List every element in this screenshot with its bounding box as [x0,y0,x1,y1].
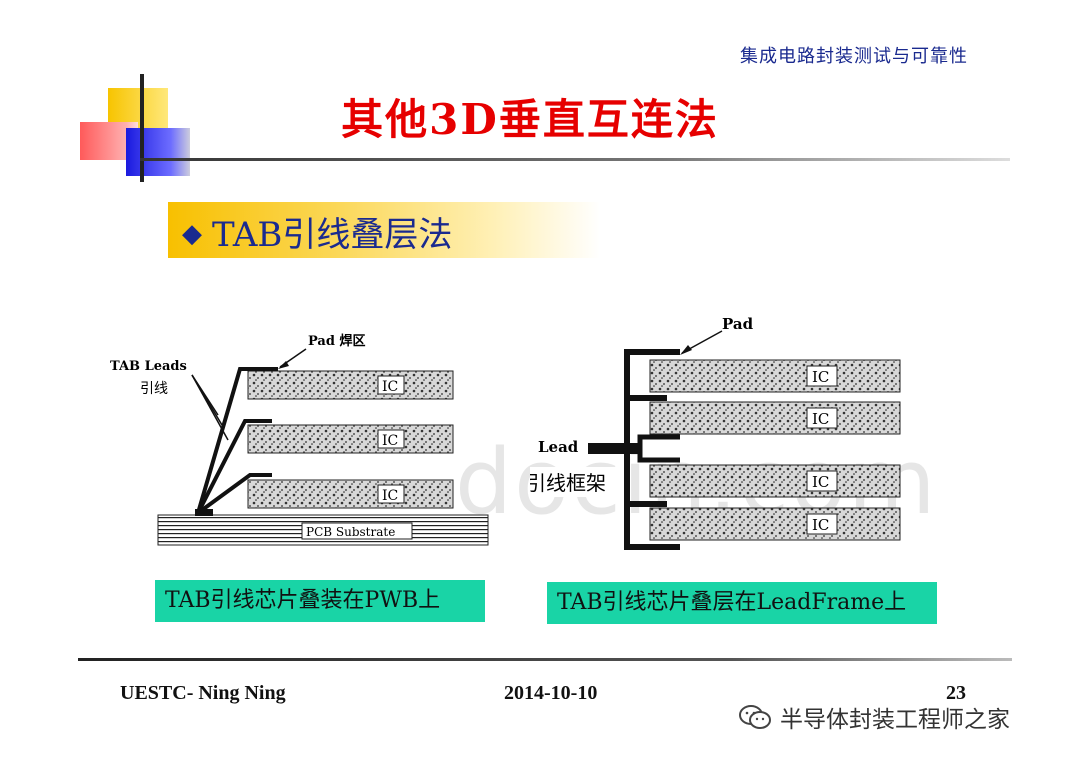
wechat-account-name: 半导体封装工程师之家 [780,707,1010,733]
ic-chip-2 [247,424,454,454]
caption-left: TAB引线芯片叠装在PWB上 [155,580,485,622]
ic-label-r1: IC [812,368,829,386]
subtitle-bar [168,202,600,258]
ic-label-r2: IC [812,410,829,428]
label-leads-cn: 引线 [140,381,168,397]
figure-right-tab-stack-leadframe: IC IC IC IC Pad Lead 引线框架 [530,315,901,550]
diamond-bullet-icon: ◆ [182,219,202,249]
logo-blue-block [126,128,190,176]
title-underline [140,158,1010,161]
label-pad: Pad 焊区 [308,333,365,349]
label-lead: Lead [538,438,579,456]
lead-stub [588,443,640,454]
label-tab-leads: TAB Leads [110,359,187,374]
ic-label-3: IC [382,488,398,504]
wechat-icon [739,705,771,729]
tab-lead-3 [196,473,272,515]
figure-left-tab-stack-pwb: IC IC IC PCB Substrate TAB Leads 引线 Pad … [110,333,489,546]
label-pad-right: Pad [722,315,754,333]
tab-lead-2 [196,419,272,514]
tab-lead-1 [196,367,278,514]
ic-label-r4: IC [812,516,829,534]
page-number: 23 [946,682,966,704]
wechat-watermark: 半导体封装工程师之家 [738,700,1010,734]
footer-date: 2014-10-10 [504,682,598,704]
logo-vertical-line [140,74,144,182]
subtitle-text: TAB引线叠层法 [212,215,453,255]
leadframe-inner [637,434,680,463]
ic-label-r3: IC [812,473,829,491]
footer-divider [78,658,1012,661]
label-leadframe-cn: 引线框架 [530,471,606,495]
ic-chip-r4 [649,507,901,541]
ic-chip-1 [247,370,454,400]
footer-author: UESTC- Ning Ning [120,682,286,704]
course-caption: 集成电路封装测试与可靠性 [740,46,968,67]
substrate-label: PCB Substrate [306,525,395,539]
caption-right: TAB引线芯片叠层在LeadFrame上 [547,582,937,624]
slide-title: 其他3D垂直互连法 [341,95,719,144]
ic-chip-r2 [649,401,901,435]
ic-chip-3 [247,479,454,509]
slide-subtitle: ◆ TAB引线叠层法 [182,207,452,256]
ic-label-1: IC [382,379,398,395]
ic-chip-r3 [649,464,901,498]
ic-label-2: IC [382,433,398,449]
ic-chip-r1 [649,359,901,393]
